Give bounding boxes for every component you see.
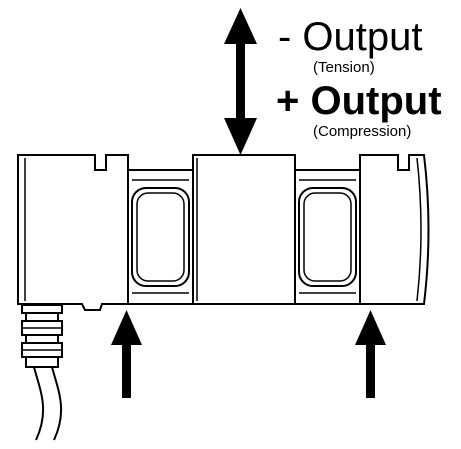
cable bbox=[33, 366, 63, 441]
minus-output-label: - Output bbox=[278, 15, 423, 59]
left-support-up-arrow-icon bbox=[111, 310, 142, 398]
right-flexure bbox=[295, 169, 360, 305]
double-headed-arrow-icon bbox=[224, 8, 257, 155]
compression-label: (Compression) bbox=[313, 123, 411, 140]
plus-output-label: + Output bbox=[276, 79, 442, 123]
left-end-block bbox=[17, 154, 129, 311]
center-block bbox=[192, 154, 296, 305]
cable-gland bbox=[21, 304, 63, 368]
right-support-up-arrow-icon bbox=[355, 310, 386, 398]
tension-label: (Tension) bbox=[313, 59, 375, 76]
right-end-block bbox=[359, 154, 430, 305]
left-flexure bbox=[128, 169, 193, 305]
load-cell-body bbox=[17, 154, 430, 311]
